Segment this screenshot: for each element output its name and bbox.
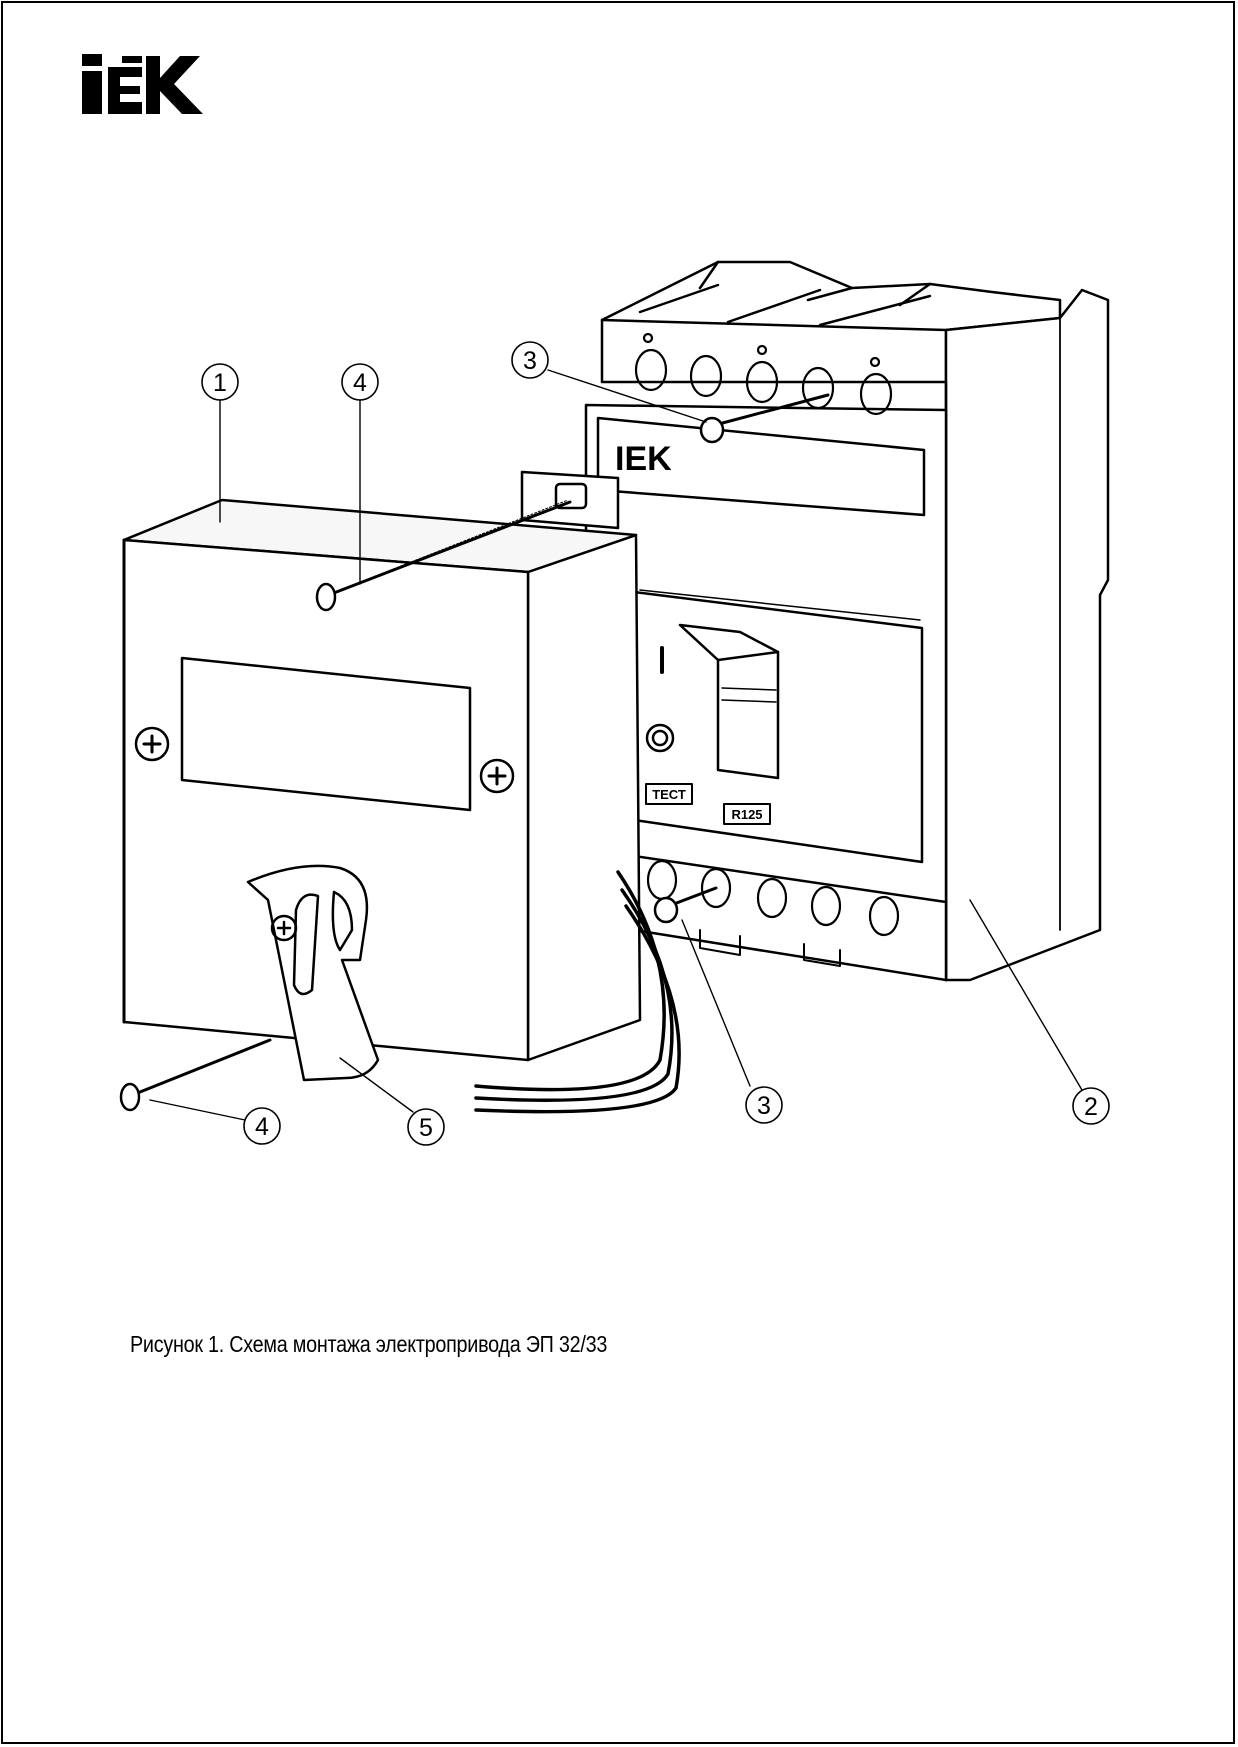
callout-2: 2 [1072,1087,1110,1125]
figure-caption: Рисунок 1. Схема монтажа электропривода … [130,1331,608,1357]
svg-text:5: 5 [419,1114,433,1142]
callout-5: 5 [407,1108,445,1146]
callout-4-top: 4 [341,363,379,401]
leader-lines [149,369,1083,1121]
callout-4-bottom: 4 [243,1107,281,1145]
svg-text:3: 3 [757,1092,771,1120]
test-label: ТЕСТ [652,787,686,802]
callout-1: 1 [201,363,239,401]
callout-3-bottom: 3 [745,1086,783,1124]
svg-text:4: 4 [353,369,367,397]
svg-text:2: 2 [1084,1093,1098,1121]
svg-text:1: 1 [213,369,227,397]
breaker-brand-label: IEK [615,440,672,478]
svg-text:4: 4 [255,1113,269,1141]
callout-3-top: 3 [511,341,549,379]
iek-logo [82,54,203,114]
svg-text:3: 3 [523,347,537,375]
circuit-breaker: ТЕСТ R125 [584,260,1110,982]
motor-drive-housing [119,470,681,1114]
model-label: R125 [731,807,762,822]
